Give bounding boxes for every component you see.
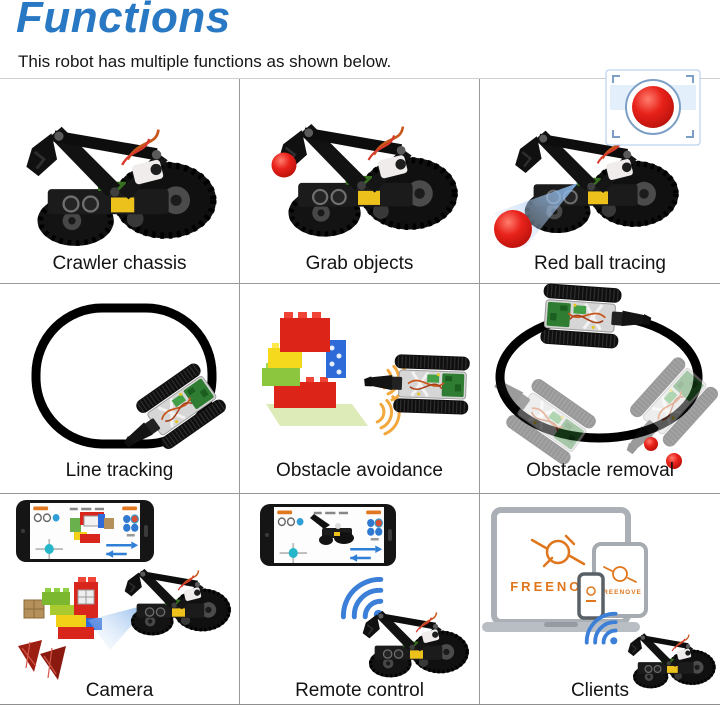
tablet-brand-text: FREENOVE bbox=[598, 589, 642, 596]
function-label: Grab objects bbox=[305, 253, 414, 274]
red-ball bbox=[494, 210, 532, 248]
remote-control-illustration bbox=[260, 504, 471, 680]
function-label: Camera bbox=[85, 680, 154, 701]
red-ball-target bbox=[632, 86, 674, 128]
functions-grid: Crawler chassis Grab objects bbox=[0, 69, 720, 705]
function-label: Remote control bbox=[295, 680, 424, 701]
red-ball bbox=[271, 152, 297, 178]
robot-side-view bbox=[122, 567, 233, 638]
camera-feed-robot bbox=[310, 514, 354, 545]
function-cell-camera: Camera bbox=[0, 494, 240, 704]
robot-side-view bbox=[278, 124, 458, 237]
freenove-logo bbox=[530, 534, 586, 568]
freenove-logo bbox=[586, 586, 596, 596]
obstacle-avoidance-illustration bbox=[262, 312, 480, 438]
smartphone bbox=[577, 572, 605, 620]
function-cell-line-tracking: Line tracking bbox=[0, 284, 240, 494]
function-label: Obstacle removal bbox=[526, 460, 674, 481]
robot-top-view bbox=[540, 283, 653, 351]
red-ball bbox=[666, 453, 682, 469]
robot-side-view bbox=[26, 127, 216, 246]
function-label: Clients bbox=[570, 680, 630, 701]
smartphone-app-view bbox=[260, 504, 396, 566]
function-cell-red-ball-tracing: Red ball tracing bbox=[480, 69, 720, 284]
line-tracking-illustration bbox=[31, 303, 240, 493]
grab-objects-illustration bbox=[271, 79, 480, 283]
function-label: Red ball tracing bbox=[533, 253, 667, 274]
camera-illustration bbox=[16, 500, 233, 680]
robot-top-view-ghost bbox=[607, 355, 720, 472]
robot-side-view bbox=[360, 609, 471, 680]
lego-obstacle bbox=[262, 312, 368, 426]
smartphone-app-view bbox=[16, 500, 154, 562]
camera-feed-lego bbox=[70, 512, 114, 543]
track-line bbox=[31, 303, 217, 449]
function-label: Obstacle avoidance bbox=[276, 460, 443, 481]
function-label: Line tracking bbox=[65, 460, 174, 481]
function-cell-remote-control: Remote control bbox=[240, 494, 480, 704]
red-ball-tracing-illustration bbox=[494, 69, 701, 249]
freenove-logo bbox=[603, 566, 637, 583]
viewfinder-icon bbox=[605, 69, 701, 146]
clients-illustration: FREENOVE FREENOVE bbox=[482, 507, 718, 690]
function-cell-grab-objects: Grab objects bbox=[240, 79, 480, 284]
function-cell-clients: FREENOVE FREENOVE Clie bbox=[480, 494, 720, 704]
function-cell-obstacle-avoidance: Obstacle avoidance bbox=[240, 284, 480, 494]
lego-pile bbox=[18, 577, 102, 680]
function-cell-crawler-chassis: Crawler chassis bbox=[0, 79, 240, 284]
function-label: Crawler chassis bbox=[52, 253, 187, 274]
function-cell-obstacle-removal: Obstacle removal bbox=[480, 284, 720, 494]
page-subtitle: This robot has multiple functions as sho… bbox=[18, 52, 392, 71]
page-title: Functions bbox=[16, 0, 231, 42]
obstacle-removal-illustration bbox=[480, 284, 720, 493]
robot-top-view bbox=[363, 353, 470, 415]
red-ball bbox=[644, 437, 658, 451]
